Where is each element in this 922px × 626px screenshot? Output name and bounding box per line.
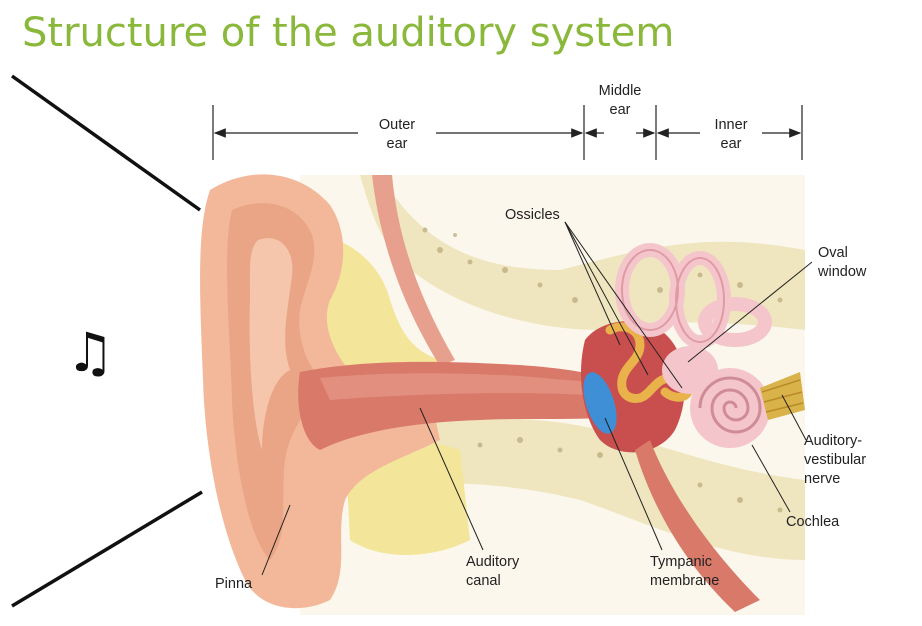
outer-ear-label-2: ear xyxy=(387,136,408,152)
oval-window-label-2: window xyxy=(817,264,867,280)
sound-cone-lower-line xyxy=(12,492,202,606)
tympanic-membrane-label-2: membrane xyxy=(650,573,719,589)
outer-ear-label-1: Outer xyxy=(379,117,415,133)
nerve-label-1: Auditory- xyxy=(804,433,862,449)
ear-illustration xyxy=(200,174,805,615)
inner-ear-label-2: ear xyxy=(721,136,742,152)
ossicles-label: Ossicles xyxy=(505,207,560,223)
auditory-canal-label-1: Auditory xyxy=(466,554,520,570)
nerve-label-3: nerve xyxy=(804,471,840,487)
cochlea-label: Cochlea xyxy=(786,514,840,530)
oval-window-label-1: Oval xyxy=(818,245,848,261)
tympanic-membrane-label-1: Tympanic xyxy=(650,554,712,570)
middle-ear-label-2: ear xyxy=(610,102,631,118)
sound-cone-upper-line xyxy=(12,76,200,210)
auditory-canal-label-2: canal xyxy=(466,573,501,589)
middle-ear-label-1: Middle xyxy=(599,83,642,99)
nerve-label-2: vestibular xyxy=(804,452,866,468)
inner-ear-label-1: Inner xyxy=(714,117,747,133)
pinna-label: Pinna xyxy=(215,576,253,592)
